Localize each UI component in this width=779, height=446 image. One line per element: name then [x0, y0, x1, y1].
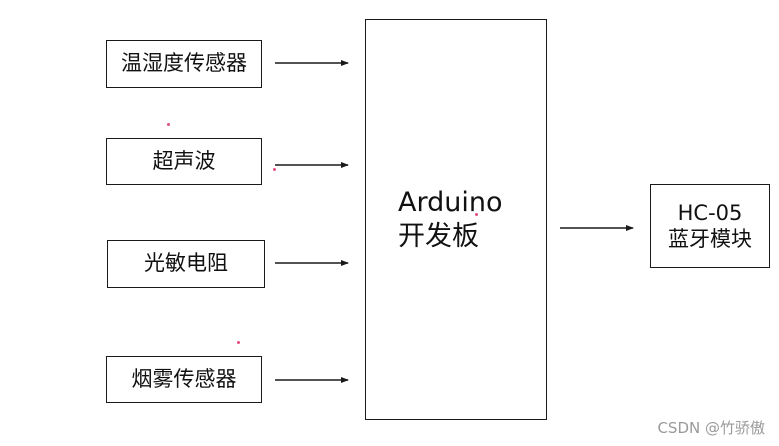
stray-dot: [237, 341, 240, 344]
sensor-label-smoke: 烟雾传感器: [131, 366, 237, 391]
bluetooth-module-label: HC-05 蓝牙模块: [668, 200, 752, 253]
arduino-board-label: Arduino 开发板: [398, 186, 502, 254]
stray-dot: [273, 168, 276, 171]
sensor-box-temp-humidity: 温湿度传感器: [106, 40, 262, 88]
sensor-label-temp-humidity: 温湿度传感器: [121, 51, 247, 76]
sensor-box-smoke: 烟雾传感器: [106, 356, 262, 403]
sensor-box-photoresistor: 光敏电阻: [107, 240, 265, 288]
arduino-board-box: Arduino 开发板: [365, 19, 547, 420]
sensor-label-photoresistor: 光敏电阻: [144, 251, 228, 276]
sensor-label-ultrasonic: 超声波: [152, 148, 216, 173]
arduino-board-label-line2: 开发板: [398, 220, 479, 252]
bluetooth-module-label-line1: HC-05: [677, 200, 743, 225]
arduino-board-label-line1: Arduino: [398, 186, 503, 218]
bluetooth-module-label-line2: 蓝牙模块: [668, 227, 752, 251]
bluetooth-module-box: HC-05 蓝牙模块: [650, 184, 770, 268]
stray-dot: [475, 213, 478, 216]
watermark: CSDN @竹骄傲: [657, 419, 765, 437]
stray-dot: [167, 123, 170, 126]
sensor-box-ultrasonic: 超声波: [106, 138, 262, 185]
